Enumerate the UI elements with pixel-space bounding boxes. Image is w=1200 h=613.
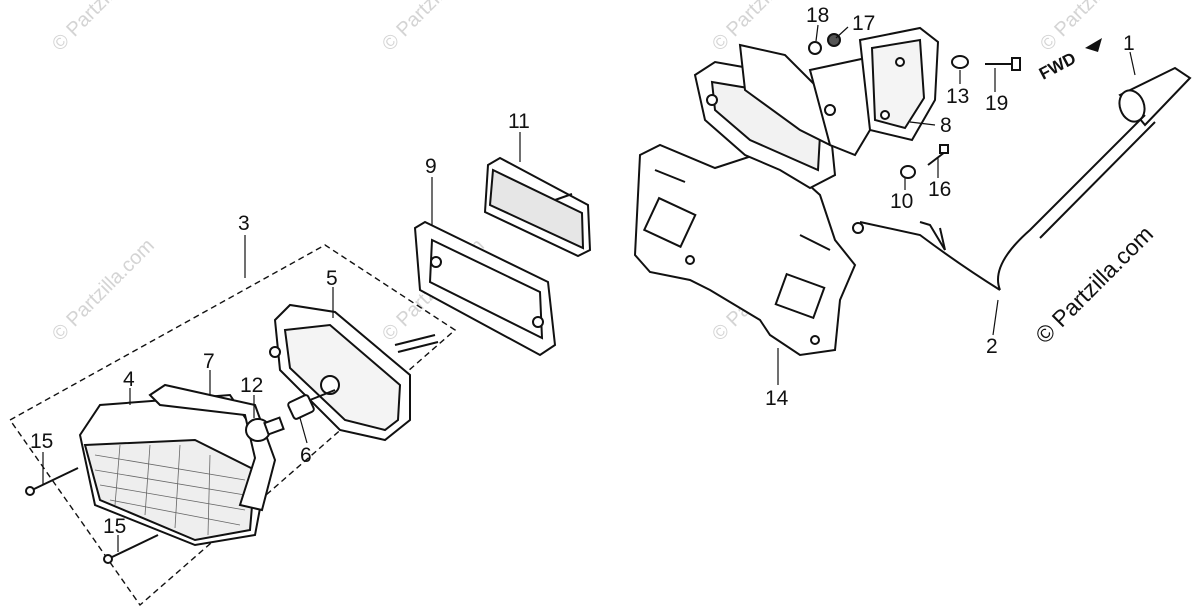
callout-15-upper: 15 [30, 430, 53, 453]
callout-19: 19 [985, 92, 1008, 115]
callout-15-lower: 15 [103, 515, 126, 538]
housing-part [269, 303, 439, 442]
nut-part [808, 33, 841, 55]
upper-bracket-part [693, 26, 940, 190]
callout-17: 17 [852, 12, 875, 35]
forward-arrow-icon [1085, 38, 1102, 52]
screw-part [25, 467, 159, 564]
callout-12: 12 [240, 374, 263, 397]
callout-1: 1 [1123, 32, 1135, 55]
callout-4: 4 [123, 368, 135, 391]
callout-16: 16 [928, 178, 951, 201]
callout-labels: 1 2 3 4 5 6 7 8 9 10 11 12 13 14 15 15 1… [30, 4, 1135, 538]
callout-13: 13 [946, 85, 969, 108]
callout-6: 6 [300, 444, 312, 467]
callout-3: 3 [238, 212, 250, 235]
callout-11: 11 [508, 110, 530, 133]
watermark-large: © Partzilla.com [1030, 221, 1158, 349]
leader-lines [42, 24, 1136, 552]
callout-7: 7 [203, 350, 215, 373]
callout-10: 10 [890, 190, 913, 213]
assembly-box [8, 244, 457, 607]
wiring-harness-part [852, 114, 1156, 291]
reflector-gasket-part [413, 220, 557, 357]
watermark: © Partzilla.com [378, 0, 489, 56]
bulb-part [245, 416, 285, 442]
bolt-part [900, 144, 949, 179]
reflector-part [483, 156, 592, 258]
watermarks: © Partzilla.com © Partzilla.com © Partzi… [48, 0, 1147, 346]
callout-18: 18 [806, 4, 829, 27]
watermark: © Partzilla.com [48, 235, 159, 346]
callout-14: 14 [765, 387, 789, 410]
harness-cap-part [1118, 66, 1192, 127]
callout-2: 2 [986, 335, 998, 358]
watermark: © Partzilla.com [48, 0, 159, 56]
callout-9: 9 [425, 155, 437, 178]
callout-8: 8 [940, 114, 952, 137]
socket-part [287, 389, 336, 420]
watermark: © Partzilla.com [708, 0, 819, 56]
forward-label: FWD [1036, 49, 1079, 84]
grommet-part [951, 55, 1021, 71]
callout-5: 5 [326, 267, 338, 290]
lens-part [78, 393, 272, 547]
license-bracket-part [633, 143, 857, 357]
